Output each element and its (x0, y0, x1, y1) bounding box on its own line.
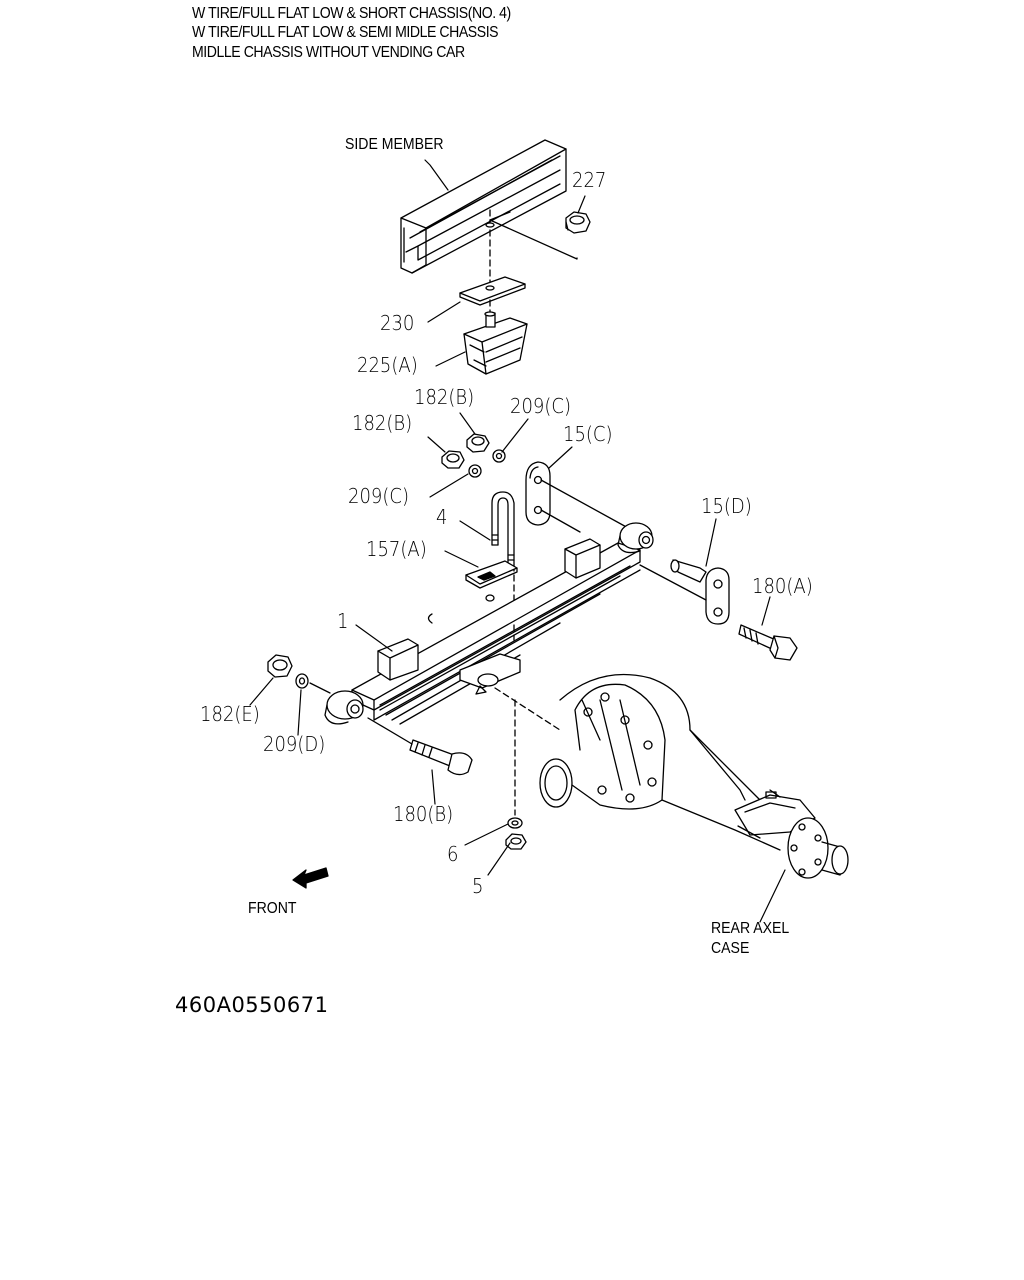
nut-227 (565, 211, 591, 234)
label-part-15c: 15(C) (563, 422, 613, 446)
bumper-225a (463, 311, 528, 375)
label-part-225a: 225(A) (357, 353, 418, 377)
leaf-spring-1 (324, 522, 654, 725)
rear-axle-case (494, 673, 849, 879)
nut-182b-top (466, 433, 490, 453)
label-part-157a: 157(A) (366, 537, 427, 561)
header-line-2: W TIRE/FULL FLAT LOW & SEMI MIDLE CHASSI… (192, 24, 499, 41)
washer-209c-top (492, 449, 506, 463)
label-front: FRONT (248, 900, 297, 917)
bolt-180a (738, 624, 798, 661)
front-arrow-icon (292, 867, 329, 889)
label-side-member: SIDE MEMBER (345, 136, 444, 153)
nut-182e (267, 654, 293, 678)
leader-lines (249, 159, 786, 923)
nut-182b-left (441, 450, 465, 469)
label-part-1: 1 (337, 609, 349, 633)
label-part-4: 4 (436, 505, 448, 529)
label-part-182b-left: 182(B) (352, 411, 413, 435)
label-part-180a: 180(A) (752, 574, 813, 598)
header-line-3: MIDLLE CHASSIS WITHOUT VENDING CAR (192, 44, 465, 61)
label-part-182e: 182(E) (200, 702, 260, 726)
bolt-180b (409, 739, 473, 776)
label-part-209c-mid: 209(C) (348, 484, 409, 508)
nut-5 (505, 833, 527, 850)
clip-157a (465, 560, 518, 602)
washer-6 (507, 817, 523, 829)
u-bolt-4 (491, 491, 515, 641)
label-part-182b-top: 182(B) (414, 385, 475, 409)
plate-230 (459, 276, 526, 306)
side-member-rail (400, 139, 567, 274)
figure-code: 460A0550671 (175, 993, 329, 1017)
label-part-227: 227 (572, 168, 607, 192)
label-rear-axle-line2: CASE (711, 940, 750, 957)
label-part-6: 6 (447, 842, 459, 866)
label-part-5: 5 (472, 874, 484, 898)
label-rear-axle-line1: REAR AXEL (711, 920, 790, 937)
label-part-230: 230 (380, 311, 415, 335)
nut-leader-line (489, 219, 578, 260)
label-part-15d: 15(D) (701, 494, 752, 518)
shackle-plate-15c (525, 461, 631, 533)
washer-209c-mid (468, 464, 482, 478)
label-part-180b: 180(B) (393, 802, 454, 826)
label-part-209d: 209(D) (263, 732, 326, 756)
shackle-15d (639, 559, 730, 625)
header-line-1: W TIRE/FULL FLAT LOW & SHORT CHASSIS(NO.… (192, 5, 511, 22)
label-part-209c-top: 209(C) (510, 394, 571, 418)
washer-209d (295, 673, 309, 689)
